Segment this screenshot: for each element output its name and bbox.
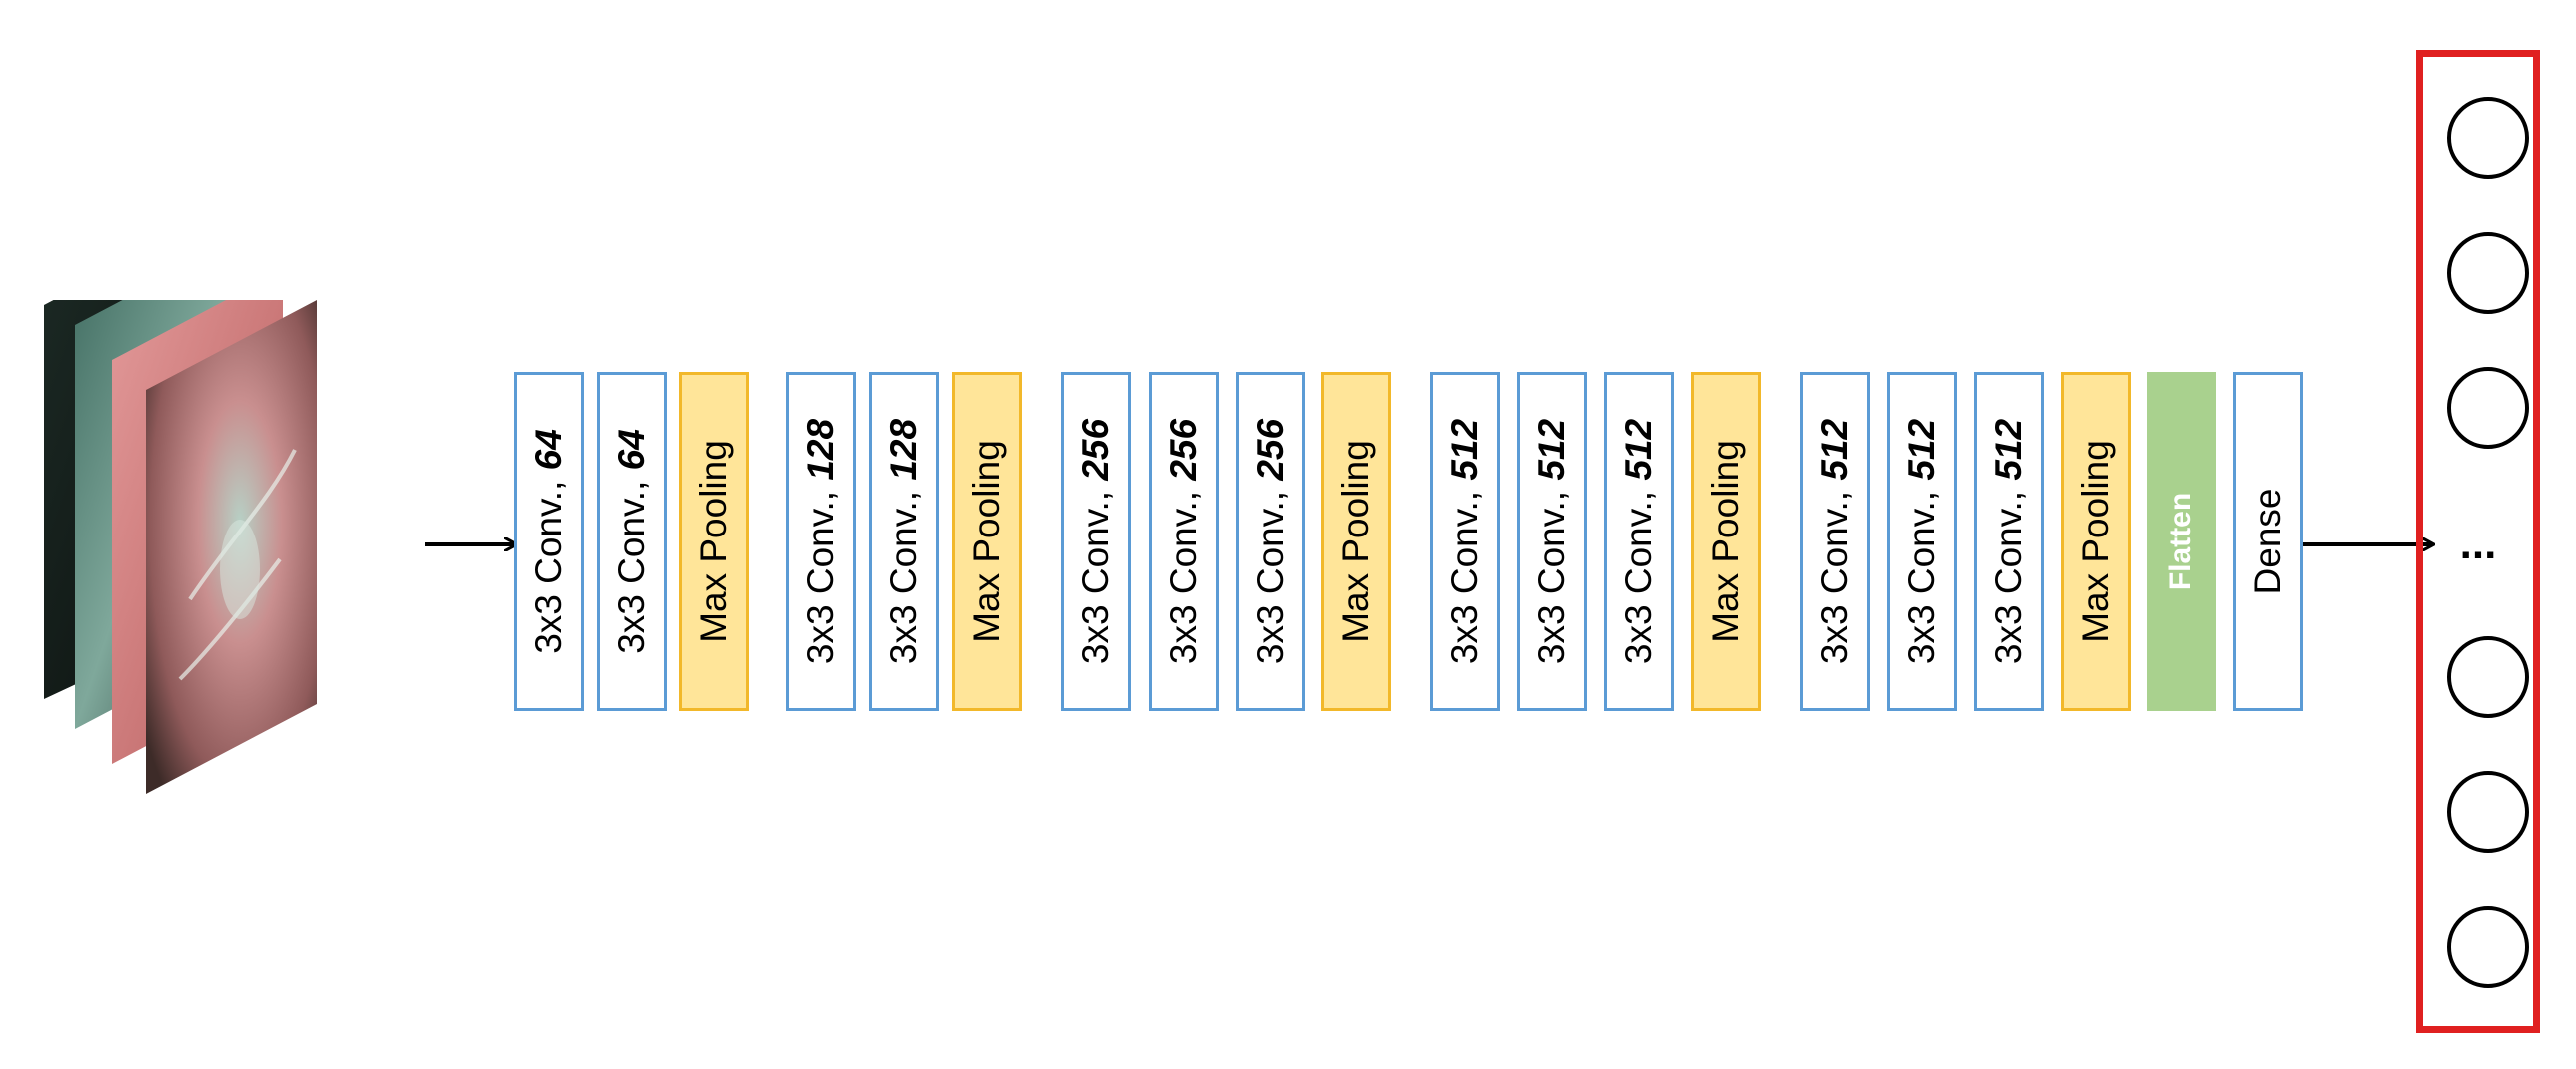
conv-layer-label: 3x3 Conv., 256 xyxy=(1250,419,1291,664)
conv-layer-box: 3x3 Conv., 64 xyxy=(514,372,584,711)
layer-type-text: 3x3 Conv., xyxy=(1163,480,1204,665)
layer-type-text: 3x3 Conv., xyxy=(528,470,569,654)
layer-filter-count: 512 xyxy=(1901,418,1942,481)
layer-type-text: 3x3 Conv., xyxy=(1618,480,1659,665)
layer-type-text: 3x3 Conv., xyxy=(1988,480,2029,665)
layer-filter-count: 64 xyxy=(528,429,569,471)
layer-filter-count: 512 xyxy=(1531,418,1572,481)
layer-filter-count: 512 xyxy=(1444,418,1485,481)
layer-type-text: Max Pooling xyxy=(1335,440,1376,643)
output-neuron xyxy=(2447,97,2529,179)
pool-layer-box: Max Pooling xyxy=(1321,372,1391,711)
layer-filter-count: 64 xyxy=(611,429,652,471)
dense-layer-box: Dense xyxy=(2233,372,2303,711)
conv-layer-label: 3x3 Conv., 64 xyxy=(528,429,570,654)
layer-filter-count: 256 xyxy=(1075,418,1116,481)
conv-layer-label: 3x3 Conv., 64 xyxy=(611,429,653,654)
pool-layer-label: Max Pooling xyxy=(966,440,1008,643)
layer-type-text: 3x3 Conv., xyxy=(1901,480,1942,665)
layer-type-text: 3x3 Conv., xyxy=(1444,480,1485,665)
layer-filter-count: 512 xyxy=(1814,418,1855,481)
output-neuron xyxy=(2447,232,2529,314)
layer-type-text: 3x3 Conv., xyxy=(611,470,652,654)
conv-layer-label: 3x3 Conv., 512 xyxy=(1618,419,1660,664)
conv-layer-label: 3x3 Conv., 128 xyxy=(800,419,842,664)
conv-layer-label: 3x3 Conv., 256 xyxy=(1163,419,1205,664)
pool-layer-box: Max Pooling xyxy=(952,372,1022,711)
conv-layer-box: 3x3 Conv., 64 xyxy=(597,372,667,711)
conv-layer-box: 3x3 Conv., 128 xyxy=(869,372,939,711)
pool-layer-label: Max Pooling xyxy=(1705,440,1747,643)
output-ellipsis: ... xyxy=(2459,520,2497,568)
conv-layer-box: 3x3 Conv., 128 xyxy=(786,372,856,711)
layer-filter-count: 256 xyxy=(1250,418,1290,481)
conv-layer-label: 3x3 Conv., 512 xyxy=(1814,419,1856,664)
output-layer-box: ... xyxy=(2416,50,2540,1033)
flatten-layer-box: Flatten xyxy=(2147,372,2216,711)
output-neuron xyxy=(2447,367,2529,449)
conv-layer-label: 3x3 Conv., 512 xyxy=(1444,419,1486,664)
pool-layer-box: Max Pooling xyxy=(679,372,749,711)
layer-type-text: Max Pooling xyxy=(966,440,1007,643)
conv-layer-box: 3x3 Conv., 512 xyxy=(1800,372,1870,711)
flatten-layer-label: Flatten xyxy=(2164,493,2198,590)
dense-layer-label: Dense xyxy=(2247,489,2289,595)
conv-layer-box: 3x3 Conv., 512 xyxy=(1604,372,1674,711)
layer-filter-count: 512 xyxy=(1618,418,1659,481)
conv-layer-box: 3x3 Conv., 256 xyxy=(1061,372,1131,711)
layer-type-text: Max Pooling xyxy=(2075,440,2116,643)
layer-type-text: Max Pooling xyxy=(1705,440,1746,643)
pool-layer-label: Max Pooling xyxy=(693,440,735,643)
layer-type-text: Max Pooling xyxy=(693,440,734,643)
layer-filter-count: 128 xyxy=(883,418,924,481)
layer-filter-count: 512 xyxy=(1988,418,2029,481)
layer-type-text: Dense xyxy=(2247,488,2288,595)
conv-layer-label: 3x3 Conv., 256 xyxy=(1075,419,1117,664)
layer-type-text: 3x3 Conv., xyxy=(1250,480,1290,665)
conv-layer-label: 3x3 Conv., 128 xyxy=(883,419,925,664)
conv-layer-box: 3x3 Conv., 512 xyxy=(1887,372,1957,711)
layer-filter-count: 128 xyxy=(800,418,841,481)
frame-4-texture xyxy=(178,449,297,681)
conv-layer-box: 3x3 Conv., 512 xyxy=(1974,372,2044,711)
input-frames-graphic xyxy=(44,215,317,794)
output-neuron xyxy=(2447,906,2529,988)
layer-type-text: 3x3 Conv., xyxy=(1531,480,1572,665)
conv-layer-box: 3x3 Conv., 512 xyxy=(1430,372,1500,711)
conv-layer-box: 3x3 Conv., 512 xyxy=(1517,372,1587,711)
conv-layer-label: 3x3 Conv., 512 xyxy=(1901,419,1943,664)
layer-filter-count: 256 xyxy=(1163,418,1204,481)
conv-layer-label: 3x3 Conv., 512 xyxy=(1531,419,1573,664)
output-neuron xyxy=(2447,771,2529,853)
layer-type-text: 3x3 Conv., xyxy=(1814,480,1855,665)
conv-layer-box: 3x3 Conv., 256 xyxy=(1236,372,1305,711)
pool-layer-label: Max Pooling xyxy=(1335,440,1377,643)
layer-type-text: 3x3 Conv., xyxy=(883,480,924,665)
pool-layer-box: Max Pooling xyxy=(1691,372,1761,711)
layer-type-text: 3x3 Conv., xyxy=(800,480,841,665)
layer-type-text: 3x3 Conv., xyxy=(1075,480,1116,665)
input-image-stack xyxy=(40,215,330,799)
pool-layer-box: Max Pooling xyxy=(2061,372,2131,711)
conv-layer-box: 3x3 Conv., 256 xyxy=(1149,372,1219,711)
conv-layer-label: 3x3 Conv., 512 xyxy=(1988,419,2030,664)
pool-layer-label: Max Pooling xyxy=(2075,440,2117,643)
output-neuron xyxy=(2447,636,2529,718)
layer-type-text: Flatten xyxy=(2164,492,2197,591)
